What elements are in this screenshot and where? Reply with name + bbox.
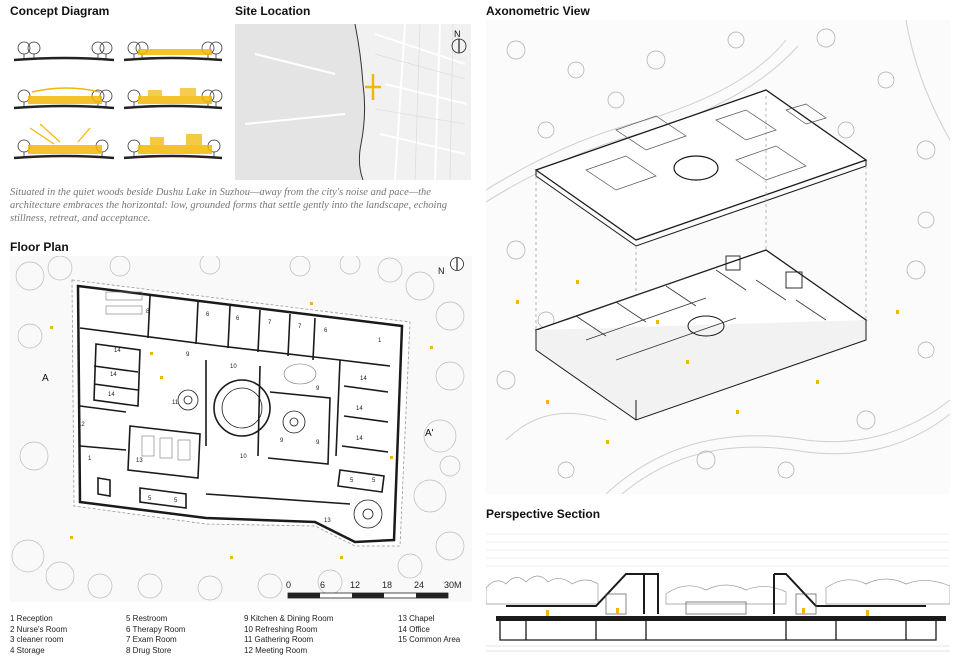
section-slab: [496, 616, 946, 621]
concept-diagram-heading: Concept Diagram: [10, 4, 110, 18]
legend-item: 2 Nurse's Room: [10, 624, 68, 634]
concept-step-5: [13, 123, 115, 160]
perspective-section-drawing: [486, 524, 950, 654]
legend-item: 14 Office: [398, 624, 430, 634]
legend-column-2: 5 Restroom 6 Therapy Room 7 Exam Room 8 …: [126, 614, 185, 656]
site-north-label: N: [454, 29, 461, 39]
plan-north-arrow-icon: [450, 257, 464, 271]
section-roof: [506, 573, 926, 614]
concept-step-6: [123, 134, 223, 160]
legend-column-4: 13 Chapel 14 Office 15 Common Area: [398, 614, 460, 646]
scale-tick-12: 12: [350, 580, 361, 590]
ground-floor-volume: [534, 249, 868, 421]
svg-text:1: 1: [378, 338, 382, 344]
svg-text:7: 7: [268, 320, 272, 326]
roof-slab: [534, 89, 868, 247]
concept-step-2: [123, 41, 223, 62]
legend-column-1: 1 Reception 2 Nurse's Room 3 cleaner roo…: [10, 614, 67, 656]
section-mark-a-prime: A': [425, 428, 434, 439]
scale-tick-18: 18: [382, 580, 393, 590]
svg-text:5: 5: [350, 478, 354, 484]
svg-text:8: 8: [146, 309, 150, 315]
project-description: Situated in the quiet woods beside Dushu…: [10, 187, 447, 224]
concept-step-4: [123, 88, 223, 110]
legend-item: 3 cleaner room: [10, 635, 64, 645]
axonometric-heading: Axonometric View: [486, 4, 590, 18]
plan-north-label: N: [438, 266, 445, 276]
dushu-lake: [235, 24, 365, 180]
svg-text:14: 14: [356, 406, 363, 412]
svg-text:13: 13: [136, 458, 143, 464]
svg-text:9: 9: [280, 438, 284, 444]
legend-item: 10 Refreshing Room: [244, 624, 318, 634]
rotunda: [213, 379, 271, 437]
svg-text:6: 6: [206, 312, 210, 318]
legend-item: 8 Drug Store: [126, 645, 172, 655]
room-number-labels: 8 6 6 7 7 6 1 14 14 14 9 10 11 12 1 13 1…: [78, 309, 382, 524]
legend-item: 11 Gathering Room: [244, 635, 314, 645]
legend-item: 9 Kitchen & Dining Room: [244, 614, 334, 623]
spiral-stair-1: [177, 389, 199, 411]
scale-tick-0: 0: [286, 580, 292, 590]
floor-plan-heading: Floor Plan: [10, 240, 69, 254]
axonometric-drawing: [486, 20, 950, 494]
svg-text:12: 12: [78, 422, 85, 428]
svg-text:11: 11: [172, 400, 179, 406]
svg-text:14: 14: [360, 376, 367, 382]
legend-item: 13 Chapel: [398, 614, 435, 623]
legend-column-3: 9 Kitchen & Dining Room 10 Refreshing Ro…: [244, 614, 333, 656]
concept-step-1: [13, 41, 115, 62]
legend-item: 15 Common Area: [398, 635, 461, 645]
concept-diagram: [13, 41, 223, 160]
svg-text:6: 6: [236, 316, 240, 322]
site-location-heading: Site Location: [235, 4, 311, 18]
svg-text:14: 14: [114, 348, 121, 354]
perspective-section-heading: Perspective Section: [486, 507, 601, 521]
svg-text:9: 9: [316, 440, 320, 446]
exterior-wall: [76, 284, 404, 544]
svg-text:7: 7: [298, 324, 302, 330]
svg-text:14: 14: [108, 392, 115, 398]
svg-text:14: 14: [356, 436, 363, 442]
site-location-map: N: [235, 24, 471, 180]
legend-item: 7 Exam Room: [126, 635, 177, 645]
scale-bar: [287, 592, 449, 599]
legend-item: 6 Therapy Room: [126, 624, 186, 634]
svg-text:13: 13: [324, 518, 331, 524]
svg-text:5: 5: [148, 496, 152, 502]
scale-tick-24: 24: [414, 580, 425, 590]
legend-item: 5 Restroom: [126, 614, 168, 623]
section-basement: [499, 621, 937, 641]
svg-text:5: 5: [372, 478, 376, 484]
svg-text:9: 9: [316, 386, 320, 392]
concept-step-3: [13, 87, 115, 110]
svg-text:5: 5: [174, 498, 178, 504]
svg-text:10: 10: [240, 454, 247, 460]
north-arrow-icon: [451, 38, 467, 54]
scale-tick-6: 6: [320, 580, 326, 590]
legend-item: 4 Storage: [10, 645, 45, 655]
svg-text:6: 6: [324, 328, 328, 334]
legend-item: 1 Reception: [10, 614, 53, 623]
site-marker: [365, 74, 381, 100]
interior-walls: [79, 295, 391, 509]
floor-plan-drawing: 8 6 6 7 7 6 1 14 14 14 9 10 11 12 1 13 1…: [10, 256, 472, 602]
spiral-stair-2: [282, 410, 306, 434]
svg-text:10: 10: [230, 364, 237, 370]
scale-tick-30: 30M: [444, 580, 462, 590]
tree-canopy-group: [11, 256, 465, 601]
spiral-stair-3: [353, 499, 383, 529]
section-mark-a: A: [42, 373, 49, 384]
svg-text:14: 14: [110, 372, 117, 378]
svg-text:9: 9: [186, 352, 190, 358]
svg-text:1: 1: [88, 456, 92, 462]
legend-item: 12 Meeting Room: [244, 645, 308, 655]
